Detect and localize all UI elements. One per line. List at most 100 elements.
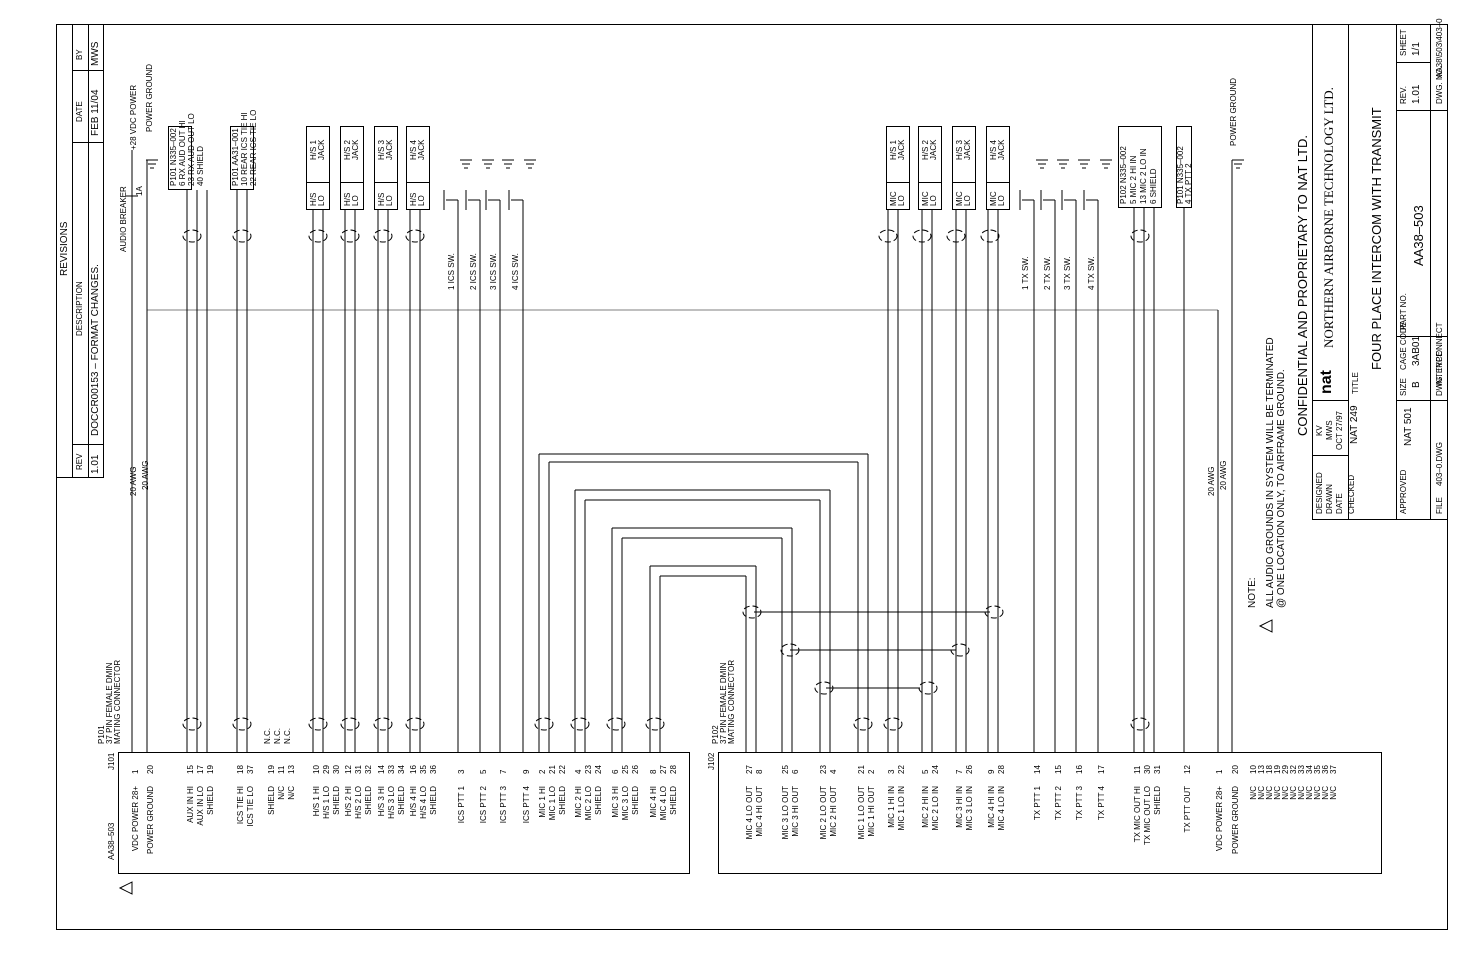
- left-jack-box: [406, 126, 430, 210]
- p102-n335-box: [1118, 126, 1162, 208]
- shield-marker: [570, 717, 590, 731]
- breaker-amps-label: 1A: [135, 186, 144, 196]
- revision-block: [56, 24, 104, 478]
- rev-value: 1.01: [1411, 84, 1422, 104]
- p101-aa31-box: [230, 126, 254, 190]
- shield-marker: [980, 229, 1000, 243]
- tx-switch-label: 1 TX SW.: [1021, 256, 1030, 290]
- shield-marker: [308, 229, 328, 243]
- right-jack-label: JACK: [897, 139, 906, 160]
- designed-label: DESIGNED: [1315, 472, 1324, 514]
- shield-marker: [232, 229, 252, 243]
- title-block: [1312, 24, 1448, 520]
- ics-switch-label: 3 ICS SW.: [489, 253, 498, 290]
- p101-aa31-label: P101 AA31–001: [231, 128, 240, 186]
- awg-label-3: 20 AWG: [1207, 466, 1216, 497]
- shield-marker: [373, 229, 393, 243]
- right-jack-lo-label: LO: [929, 195, 938, 206]
- shield-marker: [340, 717, 360, 731]
- right-jack-lo-label: LO: [997, 195, 1006, 206]
- power-ground-right-label: POWER GROUND: [1229, 78, 1238, 146]
- sheet-value: 1/1: [1411, 42, 1422, 56]
- shield-marker: [534, 717, 554, 731]
- right-jack-box: [952, 126, 976, 210]
- shield-marker: [182, 229, 202, 243]
- p101-n335-label: 6 RX AUD OUT HI: [178, 120, 187, 186]
- drawing-title: FOUR PLACE INTERCOM WITH TRANSMIT: [1369, 107, 1384, 370]
- p101-n335-label: 23 RX AUD OUT LO: [187, 113, 196, 186]
- ics-switch-label: 1 ICS SW.: [447, 253, 456, 290]
- dwg-no-value: AA38\503\403–0: [1435, 18, 1444, 78]
- approved-label: APPROVED: [1399, 469, 1408, 514]
- shield-marker: [780, 643, 800, 657]
- shield-marker: [606, 717, 626, 731]
- note-title: NOTE:: [1247, 577, 1258, 608]
- rev-label: REV.: [1399, 86, 1408, 104]
- shield-marker: [1130, 229, 1150, 243]
- note-line-2: @ ONE LOCATION ONLY, TO AIRFRAME GROUND.: [1276, 369, 1287, 608]
- checked-value: NAT 249: [1349, 405, 1360, 444]
- cage-value: 3AB01: [1411, 335, 1422, 366]
- right-jack-box: [886, 126, 910, 210]
- file-label: FILE: [1435, 497, 1444, 514]
- p101-n335-label: 40 SHIELD: [196, 145, 205, 186]
- shield-marker: [645, 717, 665, 731]
- shield-marker: [742, 605, 762, 619]
- awg-label-1: 20 AWG: [129, 466, 138, 497]
- left-jack-box: [306, 126, 330, 210]
- p101-aa31-label: 10 REAR ICS TIE HI: [240, 112, 249, 186]
- left-jack-label: JACK: [417, 139, 426, 160]
- designed-value: KV: [1315, 425, 1324, 436]
- shield-marker: [182, 717, 202, 731]
- left-jack-label: JACK: [385, 139, 394, 160]
- shield-marker: [946, 229, 966, 243]
- p101-tx-ptt-label: 4 TX PTT 2: [1184, 163, 1193, 204]
- tx-switch-label: 3 TX SW.: [1063, 256, 1072, 290]
- tx-switch-label: 4 TX SW.: [1087, 256, 1096, 290]
- date-label: DATE: [1335, 493, 1344, 514]
- shield-marker: [1130, 717, 1150, 731]
- drawn-label: DRAWN: [1325, 484, 1334, 514]
- checked-label: CHECKED: [1347, 474, 1356, 514]
- j101-connector-block: [118, 752, 690, 874]
- p102-n335-label: 6 SHIELD: [1149, 168, 1158, 204]
- right-jack-label: JACK: [963, 139, 972, 160]
- audio-breaker-label: AUDIO BREAKER: [119, 186, 128, 252]
- note-line-1: ALL AUDIO GROUNDS IN SYSTEM WILL BE TERM…: [1265, 337, 1276, 608]
- left-jack-lo-label: LO: [417, 195, 426, 206]
- shield-marker: [340, 229, 360, 243]
- title-label: TITLE: [1351, 372, 1360, 394]
- shield-marker: [373, 717, 393, 731]
- shield-marker: [405, 717, 425, 731]
- nc-label-2: N.C.: [273, 728, 282, 744]
- shield-marker: [405, 229, 425, 243]
- nc-label-3: N.C.: [283, 728, 292, 744]
- shield-marker: [878, 229, 898, 243]
- shield-marker: [950, 643, 970, 657]
- right-jack-label: JACK: [997, 139, 1006, 160]
- shield-marker: [912, 229, 932, 243]
- p101-tx-ptt-box: [1176, 126, 1192, 208]
- approved-value: NAT 501: [1403, 407, 1414, 446]
- awg-label-4: 20 AWG: [1219, 460, 1228, 491]
- left-jack-box: [374, 126, 398, 210]
- drawn-value: MWS: [1325, 420, 1334, 440]
- size-value: B: [1411, 381, 1422, 388]
- p102-n335-label: 13 MIC 2 LO IN: [1139, 148, 1148, 204]
- right-jack-box: [918, 126, 942, 210]
- right-jack-lo-label: LO: [897, 195, 906, 206]
- part-label: PART NO.: [1399, 293, 1408, 330]
- shield-marker: [883, 717, 903, 731]
- power-ground-label: POWER GROUND: [145, 64, 154, 132]
- tx-switch-label: 2 TX SW.: [1043, 256, 1052, 290]
- size-label: SIZE: [1399, 378, 1408, 396]
- right-jack-box: [986, 126, 1010, 210]
- shield-marker: [853, 717, 873, 731]
- right-jack-lo-label: LO: [963, 195, 972, 206]
- vdc-power-label: +28 VDC POWER: [129, 84, 138, 150]
- p101-n335-label: P101 N335–002: [169, 128, 178, 186]
- nat-logo: nat: [1318, 370, 1335, 394]
- left-jack-lo-label: LO: [317, 195, 326, 206]
- part-value: AA38–503: [1411, 205, 1426, 266]
